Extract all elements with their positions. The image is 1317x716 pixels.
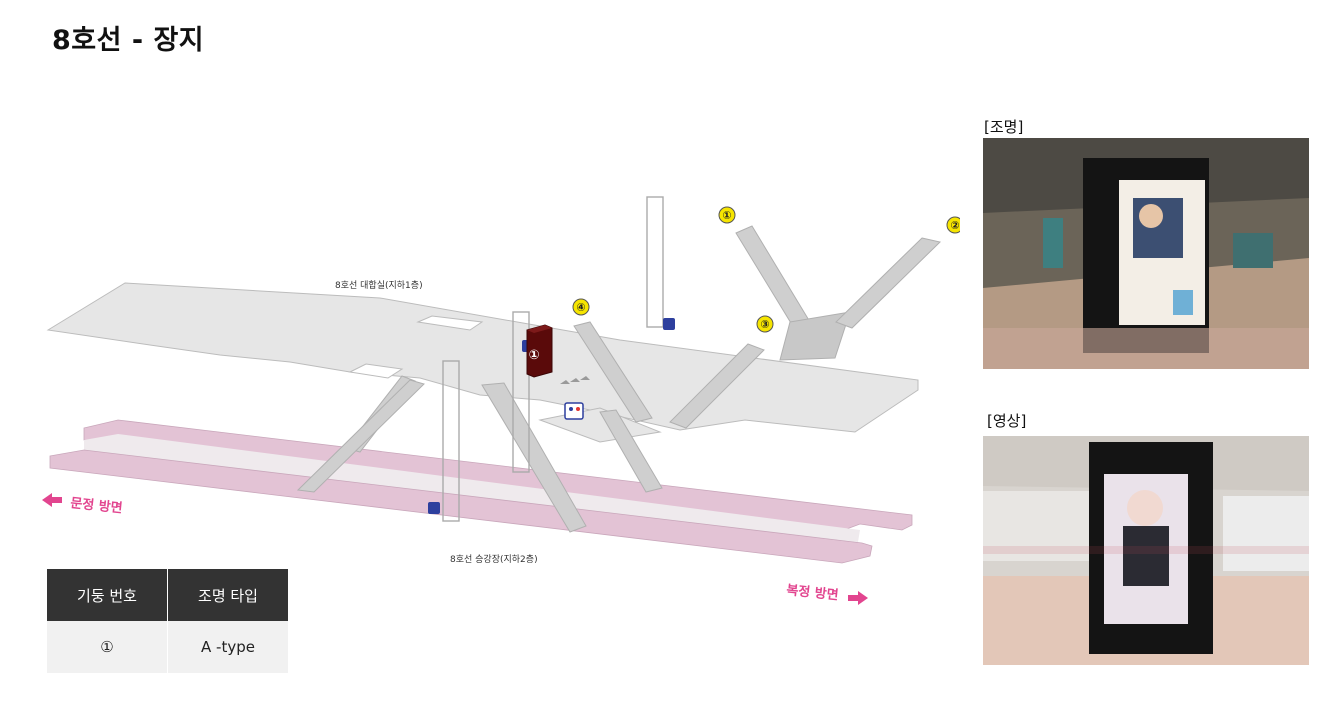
exit-stair-1-landing bbox=[779, 311, 851, 361]
concourse-label: 8호선 대합실(지하1층) bbox=[335, 280, 423, 291]
svg-text:②: ② bbox=[950, 219, 959, 232]
escalator-arrows bbox=[560, 376, 590, 384]
svg-text:문정 방면: 문정 방면 bbox=[70, 495, 124, 516]
pillar-lighting-table: 기둥 번호 조명 타입 ① A -type bbox=[47, 569, 288, 673]
platform-label: 8호선 승강장(지하2층) bbox=[450, 554, 538, 565]
platform-gap bbox=[84, 434, 860, 542]
table-cell-lighting-type: A -type bbox=[167, 621, 288, 673]
page-title: 8호선 - 장지 bbox=[52, 25, 205, 56]
table-cell-pillar-number: ① bbox=[47, 621, 168, 673]
stair-platform-b bbox=[296, 379, 425, 493]
pillar-1-marker: ① bbox=[528, 348, 539, 363]
lighting-photo bbox=[983, 138, 1309, 369]
stair-platform-d bbox=[599, 409, 663, 493]
table-row: ① A -type bbox=[47, 621, 288, 673]
platform-track-lower bbox=[49, 449, 873, 564]
exit-marker-3: ③ bbox=[756, 315, 774, 333]
svg-text:③: ③ bbox=[760, 318, 769, 331]
lighting-photo-label: [조명] bbox=[984, 118, 1024, 136]
restroom-icon bbox=[564, 402, 584, 420]
exit-stair-4 bbox=[573, 321, 653, 423]
elevator-shaft-left bbox=[442, 360, 460, 522]
exit-stair-1 bbox=[735, 225, 811, 329]
svg-text:④: ④ bbox=[576, 301, 585, 314]
exit-marker-4: ④ bbox=[572, 298, 590, 316]
exit-marker-2: ② bbox=[946, 216, 960, 234]
station-map: ① ① ② ③ ④ 8호선 대합실(지하1층) 8호선 승강장(지하2층) 문정… bbox=[42, 196, 960, 605]
elevator-icon-left bbox=[428, 502, 440, 514]
svg-text:복정 방면: 복정 방면 bbox=[786, 582, 840, 603]
video-photo-label: [영상] bbox=[987, 412, 1027, 430]
elevator-icon-right bbox=[663, 318, 675, 330]
table-header-lighting-type: 조명 타입 bbox=[167, 569, 288, 621]
table-header-pillar-number: 기둥 번호 bbox=[47, 569, 168, 621]
concourse-void-2 bbox=[348, 363, 404, 379]
elevator-shaft-right bbox=[646, 196, 664, 328]
exit-stair-3 bbox=[669, 343, 765, 429]
direction-right: 복정 방면 bbox=[786, 582, 868, 605]
elevator-shaft-center bbox=[512, 311, 530, 473]
exit-marker-1: ① bbox=[718, 206, 736, 224]
direction-left: 문정 방면 bbox=[42, 493, 123, 516]
video-photo bbox=[983, 436, 1309, 665]
svg-text:①: ① bbox=[722, 209, 731, 222]
concourse-void-1 bbox=[416, 315, 484, 331]
exit-stair-2 bbox=[835, 237, 942, 329]
stair-platform-c bbox=[481, 382, 587, 533]
